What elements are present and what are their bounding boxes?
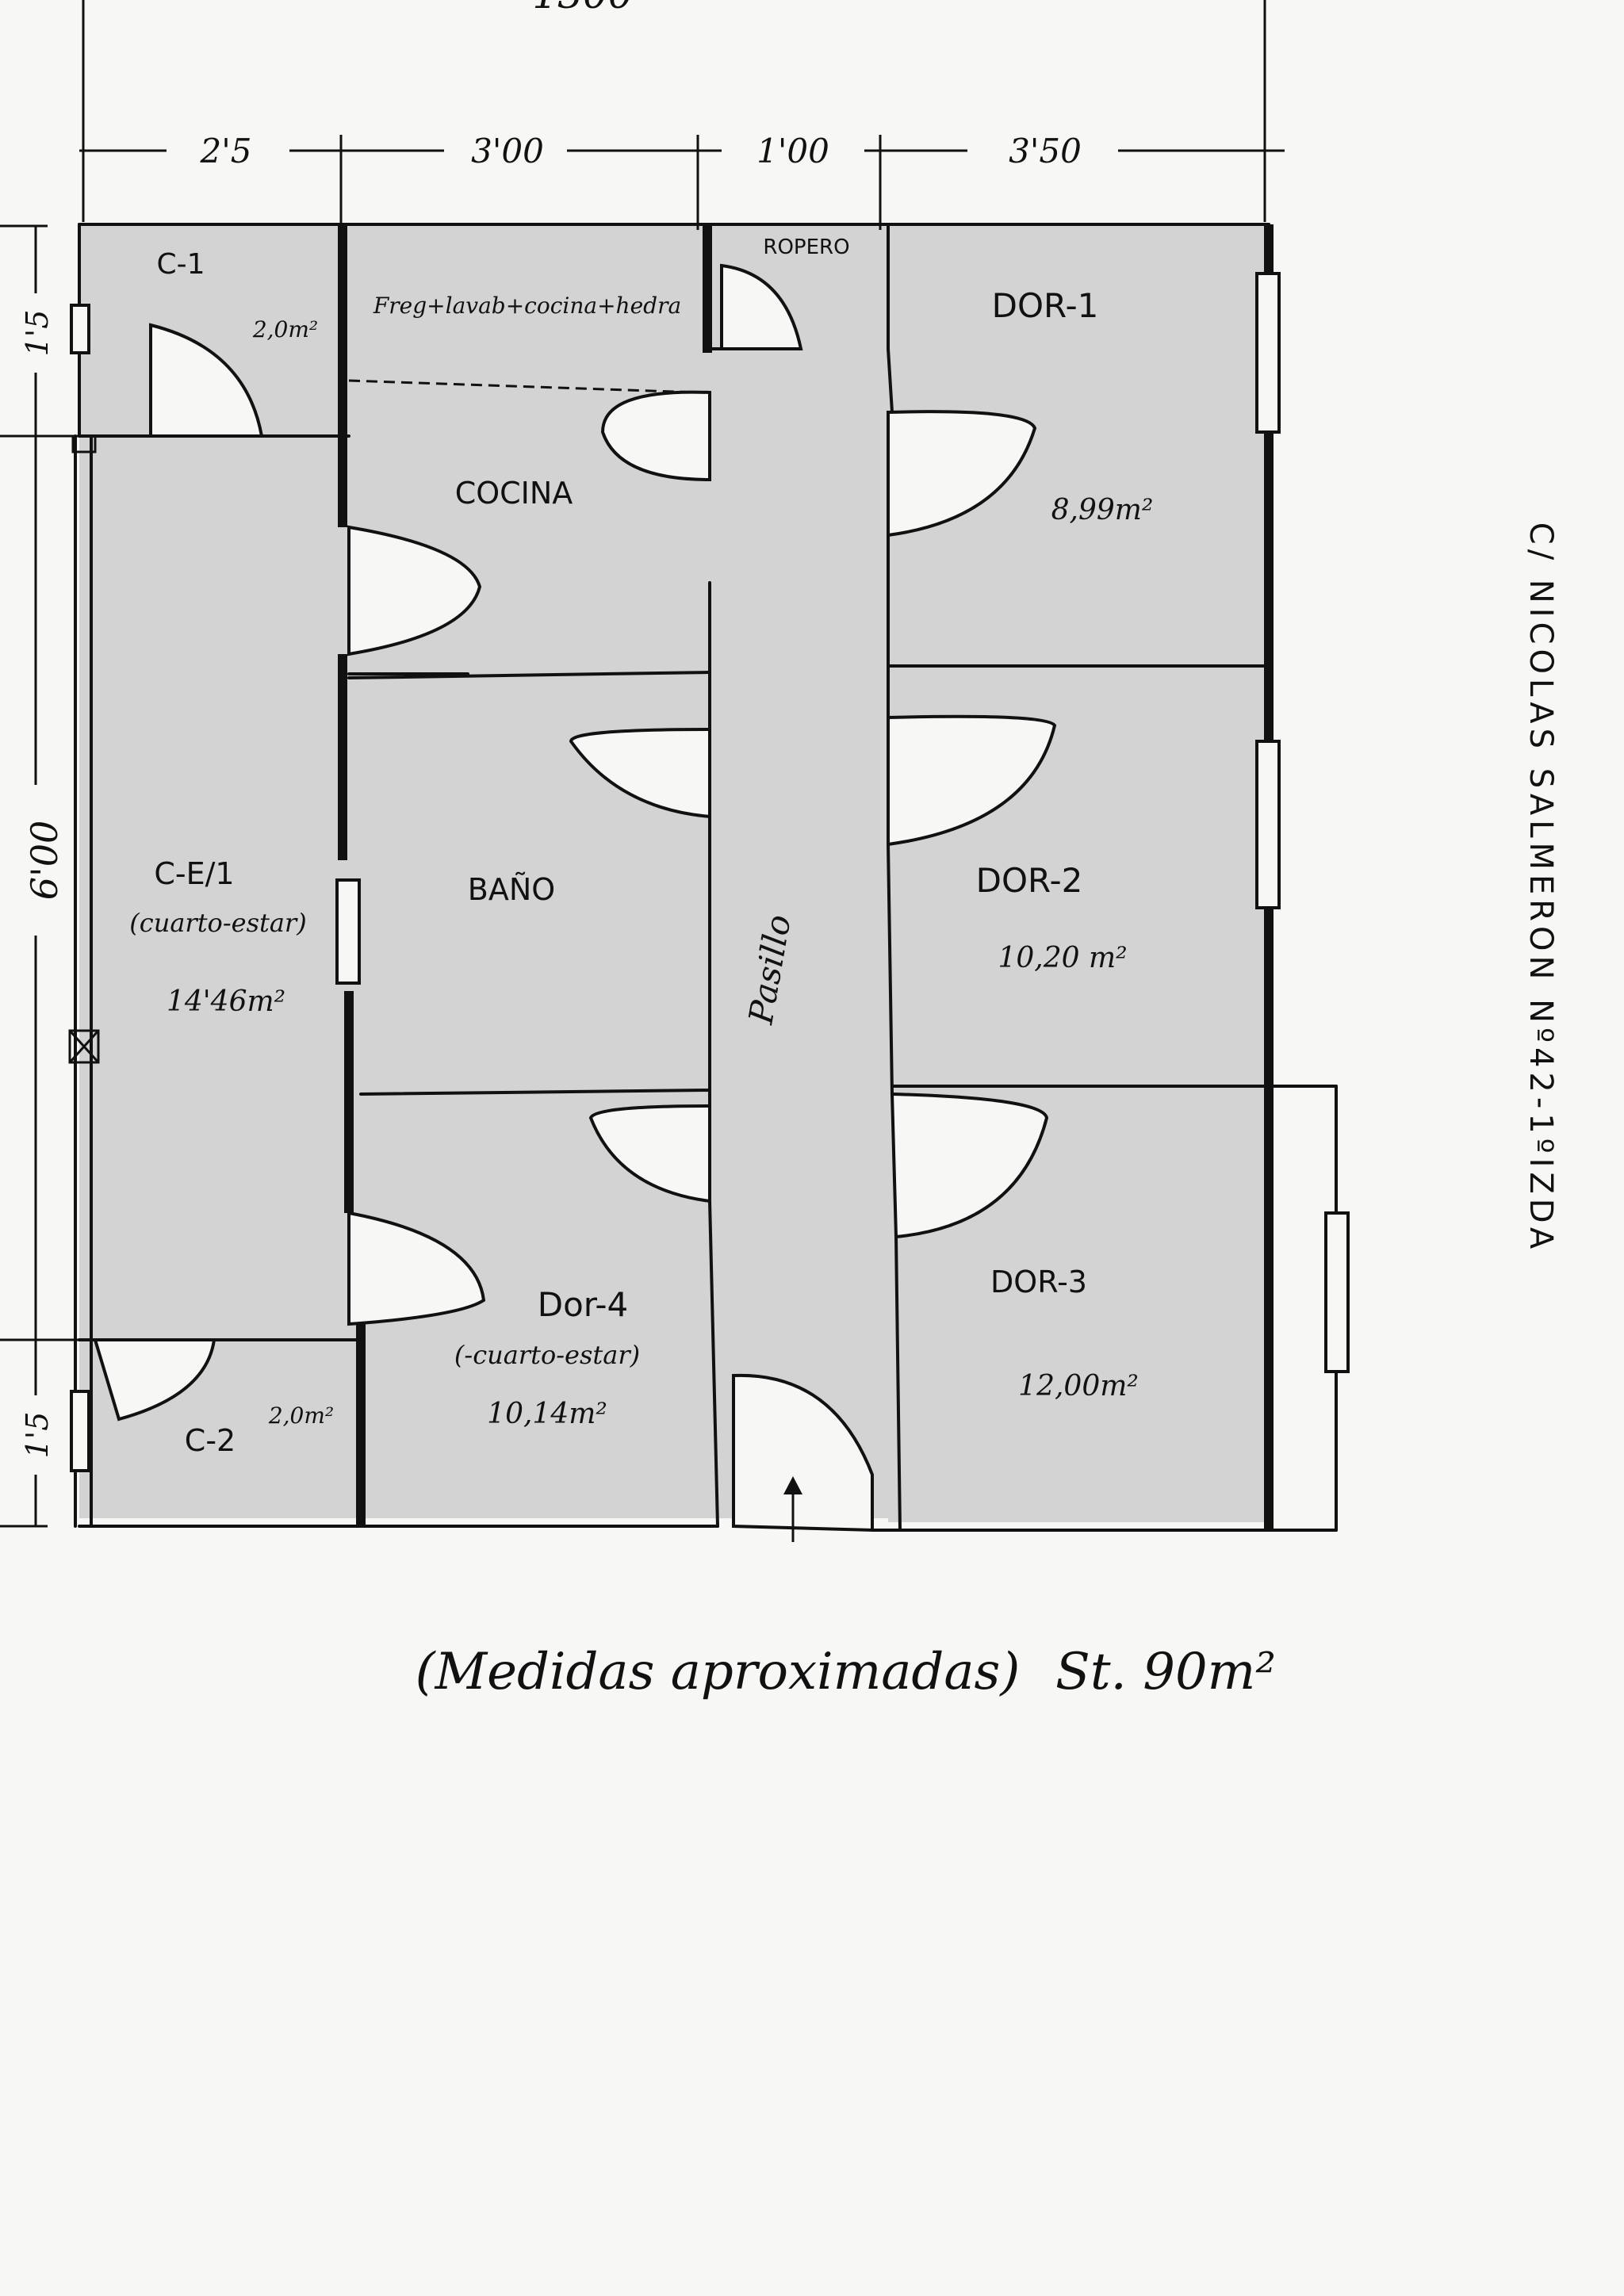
footer-total: St. 90m²	[1055, 1643, 1276, 1701]
room-dor1-name: DOR-1	[992, 286, 1099, 325]
window-dor3	[1324, 1211, 1350, 1373]
room-dor2-area: 10,20 m²	[998, 942, 1127, 974]
room-c1-name: C-1	[156, 248, 205, 281]
room-dor3-name: DOR-3	[990, 1265, 1087, 1299]
dim-seg1: 2'5	[200, 132, 252, 170]
door-bath	[569, 727, 711, 819]
door-wardrobe	[720, 263, 803, 350]
room-dor1-area: 8,99m²	[1051, 494, 1154, 526]
entrance-arrow-icon	[783, 1476, 802, 1542]
window-bath	[335, 878, 361, 985]
door-dor1	[887, 410, 1037, 538]
windows	[68, 272, 1350, 1472]
room-kitchen-name: COCINA	[455, 476, 573, 511]
dim-top-total: 1300	[532, 0, 633, 17]
room-ce1-name: C-E/1	[154, 856, 234, 891]
room-ce1-sub: (cuarto-estar)	[129, 908, 306, 938]
door-dor2	[887, 714, 1057, 847]
dim-seg4: 3'50	[1009, 132, 1082, 170]
door-swings	[93, 263, 1057, 1533]
room-bath-name: BAÑO	[468, 872, 555, 907]
door-kitchen	[347, 525, 482, 656]
door-dor4	[588, 1104, 711, 1203]
door-corridor-kitchen	[600, 390, 711, 482]
footer-note: (Medidas aproximadas)	[416, 1643, 1021, 1701]
room-shading	[79, 226, 1269, 1522]
window-c1	[70, 304, 90, 354]
room-dor4-name: Dor-4	[538, 1285, 629, 1324]
door-dor3	[890, 1092, 1049, 1239]
room-dor3-area: 12,00m²	[1018, 1370, 1139, 1402]
room-c2-area: 2,0m²	[268, 1402, 334, 1429]
door-ce1	[347, 1211, 486, 1326]
dim-left-mid: 6'00	[23, 821, 66, 900]
dim-seg2: 3'00	[471, 132, 544, 170]
window-dor1	[1255, 272, 1281, 434]
room-wardrobe-name: ROPERO	[763, 235, 849, 259]
street-address: C/ NICOLAS SALMERON Nº42-1ºIZDA	[1522, 522, 1559, 1253]
room-dor4-sub: (-cuarto-estar)	[454, 1340, 640, 1370]
dim-seg3: 1'00	[756, 132, 829, 170]
room-c1-area: 2,0m²	[252, 316, 318, 342]
kitchen-strip-label: Freg+lavab+cocina+hedra	[373, 293, 681, 319]
dim-left-bottom: 1'5	[20, 1412, 55, 1459]
room-dor4-area: 10,14m²	[487, 1398, 607, 1430]
door-entrance	[732, 1373, 874, 1533]
door-c1	[149, 323, 264, 438]
window-c2	[70, 1390, 90, 1472]
room-c2-name: C-2	[185, 1423, 236, 1458]
column-marker	[68, 1029, 100, 1064]
room-dor2-name: DOR-2	[976, 861, 1083, 900]
room-ce1-area: 14'46m²	[167, 985, 285, 1018]
door-c2	[93, 1338, 216, 1422]
window-dor2	[1255, 740, 1281, 909]
dim-left-top: 1'5	[20, 310, 55, 357]
